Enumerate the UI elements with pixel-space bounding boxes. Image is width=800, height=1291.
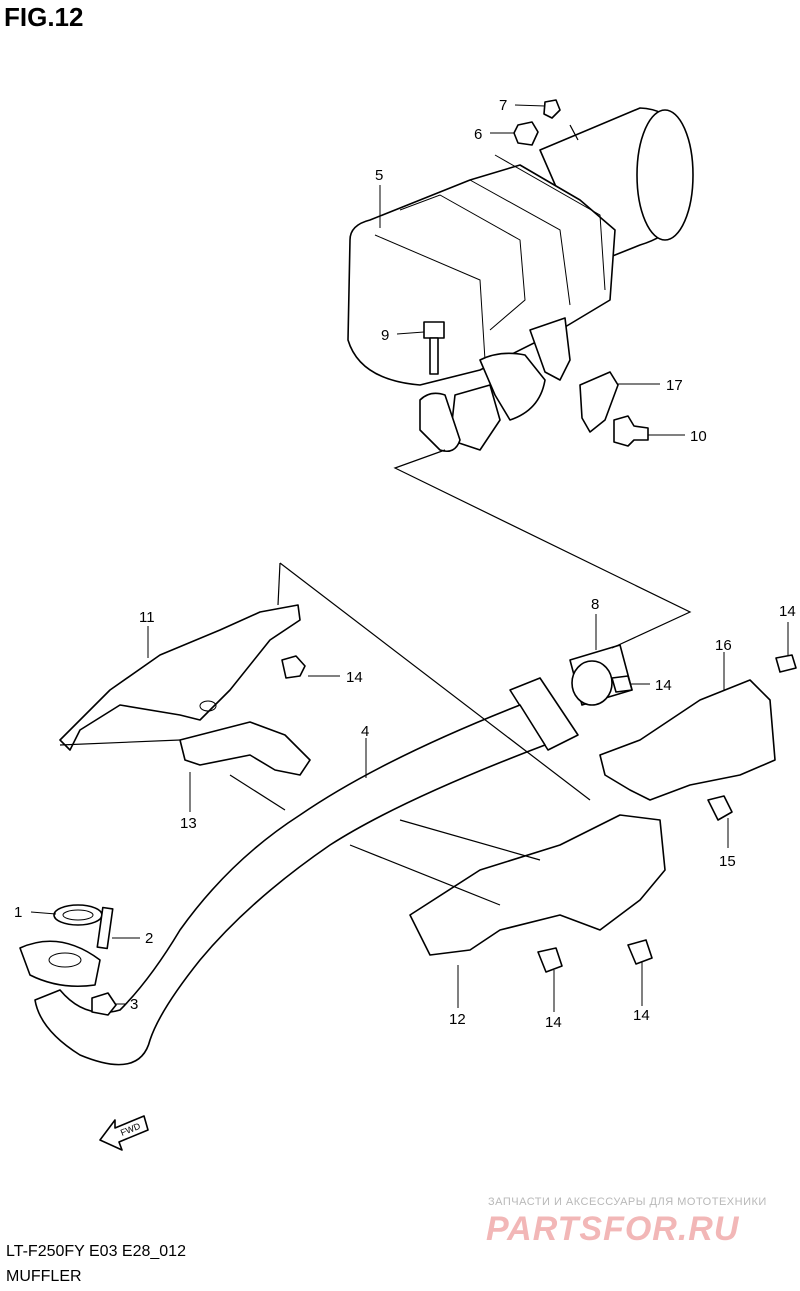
callout-12: 12 (449, 1011, 466, 1028)
callout-16: 16 (715, 637, 732, 654)
callout-4: 4 (361, 723, 369, 740)
muffler-part (347, 107, 694, 453)
nut-part (513, 99, 561, 146)
callout-14-b: 14 (779, 603, 796, 620)
bolt-part (423, 321, 445, 375)
watermark-tagline: ЗАПЧАСТИ И АКСЕССУАРЫ ДЛЯ МОТОТЕХНИКИ (488, 1196, 767, 1208)
bolt-part (281, 654, 797, 973)
callout-leader-lines (30, 104, 789, 1012)
callout-10: 10 (690, 428, 707, 445)
bracket-part (579, 371, 649, 447)
callout-17: 17 (666, 377, 683, 394)
callout-14-d: 14 (545, 1014, 562, 1031)
callout-6: 6 (474, 126, 482, 143)
callout-3: 3 (130, 996, 138, 1013)
callout-15: 15 (719, 853, 736, 870)
callout-8: 8 (591, 596, 599, 613)
callout-7: 7 (499, 97, 507, 114)
assembly-guide-lines (59, 124, 692, 906)
callout-13: 13 (180, 815, 197, 832)
forward-direction-arrow-icon: FWD (99, 1115, 149, 1151)
callout-2: 2 (145, 930, 153, 947)
sleeve-part (569, 644, 633, 706)
figure-name-label: MUFFLER (6, 1268, 82, 1285)
callout-5: 5 (375, 167, 383, 184)
watermark-logo: PARTSFOR.RU (486, 1210, 740, 1248)
gasket-part (19, 904, 117, 1016)
callout-11: 11 (139, 609, 155, 626)
callout-1: 1 (14, 904, 22, 921)
callouts: 1 2 3 4 5 6 7 8 9 10 11 12 13 14 14 14 1… (14, 97, 796, 1031)
callout-14-c: 14 (655, 677, 672, 694)
heat-shield-part (409, 814, 666, 956)
callout-14-a: 14 (346, 669, 363, 686)
exhaust-pipe-part (34, 677, 579, 1066)
bracket-part (179, 721, 311, 776)
model-code-label: LT-F250FY E03 E28_012 (6, 1243, 186, 1260)
heat-shield-part (599, 679, 776, 801)
callout-14-e: 14 (633, 1007, 650, 1024)
callout-9: 9 (381, 327, 389, 344)
figure-title: FIG.12 (4, 2, 84, 32)
heat-shield-part (59, 604, 301, 751)
